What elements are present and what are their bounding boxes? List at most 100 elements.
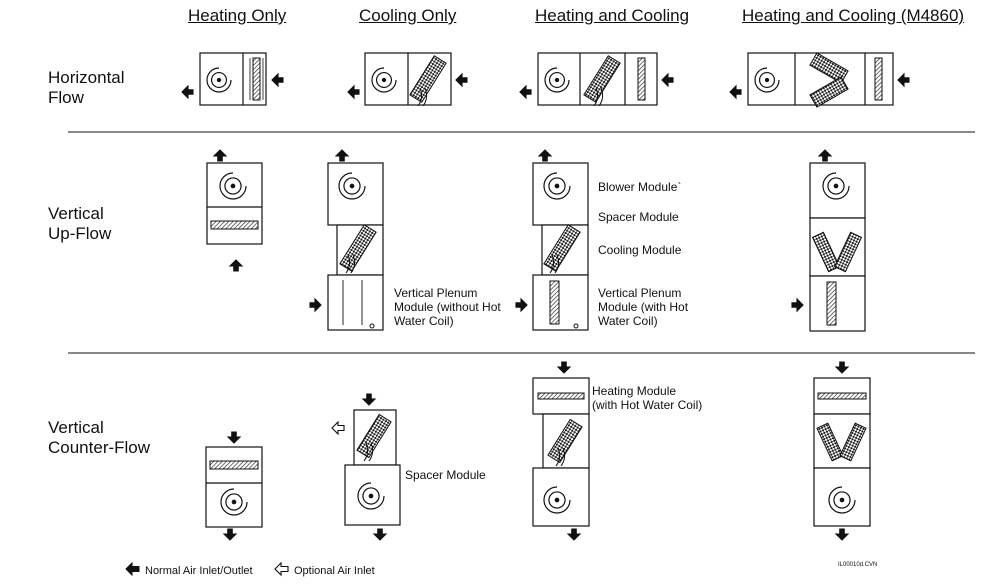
air-flow-arrow-icon [566, 528, 582, 541]
module-box [809, 275, 866, 332]
column-header-cooling-only: Cooling Only [359, 6, 457, 25]
column-header-heating-cooling-m4860: Heating and Cooling (M4860) [742, 6, 965, 25]
blower-fan-icon [544, 67, 570, 93]
blower-hub-icon [381, 77, 387, 83]
legend-normal-label: Normal Air Inlet/Outlet [145, 565, 253, 577]
label-vertical-plenum-without-coil: Vertical Plenum Module (without Hot Wate… [394, 286, 501, 328]
cooling-coil-icon [816, 422, 844, 462]
air-flow-arrow-icon [212, 149, 228, 162]
heating-coil-icon [210, 220, 259, 230]
blower-fan-icon [822, 172, 850, 200]
module-box [532, 162, 589, 226]
cooling-coil-icon [809, 76, 849, 108]
column-header-heating-only: Heating Only [188, 6, 287, 25]
blower-hub-icon [230, 183, 236, 189]
heating-coil-icon [826, 281, 837, 326]
optional-air-arrow-icon [331, 420, 345, 436]
air-flow-arrow-icon [791, 297, 804, 313]
air-flow-arrow-icon [334, 149, 350, 162]
cooling-coil-icon [547, 418, 583, 464]
row-label-vertical-counter-flow: Vertical Counter-Flow [48, 418, 151, 457]
air-flow-arrow-icon [515, 297, 528, 313]
drain-pipe-icon [549, 254, 560, 274]
label-heating-module: Heating Module (with Hot Water Coil) [592, 384, 703, 412]
drain-port-icon [369, 323, 375, 329]
blower-fan-icon [338, 172, 366, 200]
drain-pipe-icon [593, 87, 604, 107]
air-flow-arrow-icon [226, 431, 242, 444]
air-flow-arrow-icon [309, 297, 322, 313]
cooling-coil-icon [809, 52, 849, 84]
heating-coil-icon [537, 392, 585, 400]
label-cooling-module: Cooling Module [598, 243, 682, 257]
air-flow-arrow-icon [661, 72, 674, 88]
blower-hub-icon [554, 183, 560, 189]
label-vertical-plenum-with-coil: Vertical Plenum Module (with Hot Water C… [598, 286, 689, 328]
air-flow-arrow-icon [537, 149, 553, 162]
drain-pipe-icon [417, 87, 428, 107]
blower-hub-icon [368, 493, 374, 499]
heating-coil-icon [637, 57, 646, 101]
column-header-heating-cooling: Heating and Cooling [535, 6, 690, 25]
row-label-vertical-up-flow: Vertical Up-Flow [48, 204, 112, 243]
blower-fan-icon [543, 486, 571, 514]
blower-fan-icon [754, 67, 780, 93]
heating-coil-icon [209, 460, 259, 470]
blower-hub-icon [349, 183, 355, 189]
heating-coil-icon [817, 392, 867, 400]
blower-hub-icon [216, 77, 222, 83]
drain-pipe-icon [555, 447, 566, 467]
module-box [206, 162, 263, 245]
heating-coil-icon [549, 280, 560, 325]
blower-fan-icon [357, 482, 385, 510]
blower-hub-icon [231, 499, 237, 505]
air-flow-arrow-icon [347, 84, 360, 100]
module-box [532, 274, 589, 331]
heating-coil-icon [874, 57, 883, 101]
air-flow-arrow-icon [729, 84, 742, 100]
module-box [327, 274, 384, 331]
air-flow-arrow-icon [361, 393, 377, 406]
air-flow-arrow-icon [519, 84, 532, 100]
air-flow-arrow-icon [271, 72, 284, 88]
cooling-coil-icon [833, 231, 863, 273]
air-flow-arrow-icon [181, 84, 194, 100]
drawing-code: IL00010d.CVN [838, 562, 878, 568]
blower-fan-icon [206, 67, 232, 93]
heating-coil-icon [252, 57, 261, 101]
air-flow-arrow-icon [834, 528, 850, 541]
cooling-coil-icon [409, 55, 447, 103]
air-flow-arrow-icon [228, 259, 244, 272]
blower-hub-icon [833, 183, 839, 189]
legend-optional-arrow-icon [274, 561, 289, 577]
blower-hub-icon [554, 77, 560, 83]
air-flow-arrow-icon [556, 361, 572, 374]
blower-hub-icon [839, 497, 845, 503]
blower-fan-icon [828, 486, 856, 514]
cooling-coil-icon [583, 55, 621, 103]
cooling-coil-icon [839, 422, 867, 462]
blower-hub-icon [554, 497, 560, 503]
air-flow-arrow-icon [897, 72, 910, 88]
cooling-coil-icon [811, 231, 841, 273]
blower-fan-icon [371, 67, 397, 93]
blower-hub-icon [764, 77, 770, 83]
drain-port-icon [573, 323, 579, 329]
air-flow-arrow-icon [222, 528, 238, 541]
module-box [205, 446, 263, 528]
drain-pipe-icon [363, 442, 374, 462]
air-flow-arrow-icon [372, 528, 388, 541]
module-box [327, 162, 384, 226]
row-label-horizontal-flow: Horizontal Flow [48, 68, 125, 107]
air-flow-arrow-icon [834, 361, 850, 374]
label-blower-module: Blower Module` [598, 180, 682, 194]
blower-fan-icon [543, 172, 571, 200]
label-spacer-module-counter: Spacer Module [405, 468, 486, 482]
cooling-coil-icon [356, 413, 392, 459]
air-flow-arrow-icon [817, 149, 833, 162]
air-flow-arrow-icon [455, 72, 468, 88]
legend-normal-arrow-icon [125, 561, 140, 577]
label-spacer-module: Spacer Module [598, 210, 679, 224]
legend-optional-label: Optional Air Inlet [294, 565, 375, 577]
